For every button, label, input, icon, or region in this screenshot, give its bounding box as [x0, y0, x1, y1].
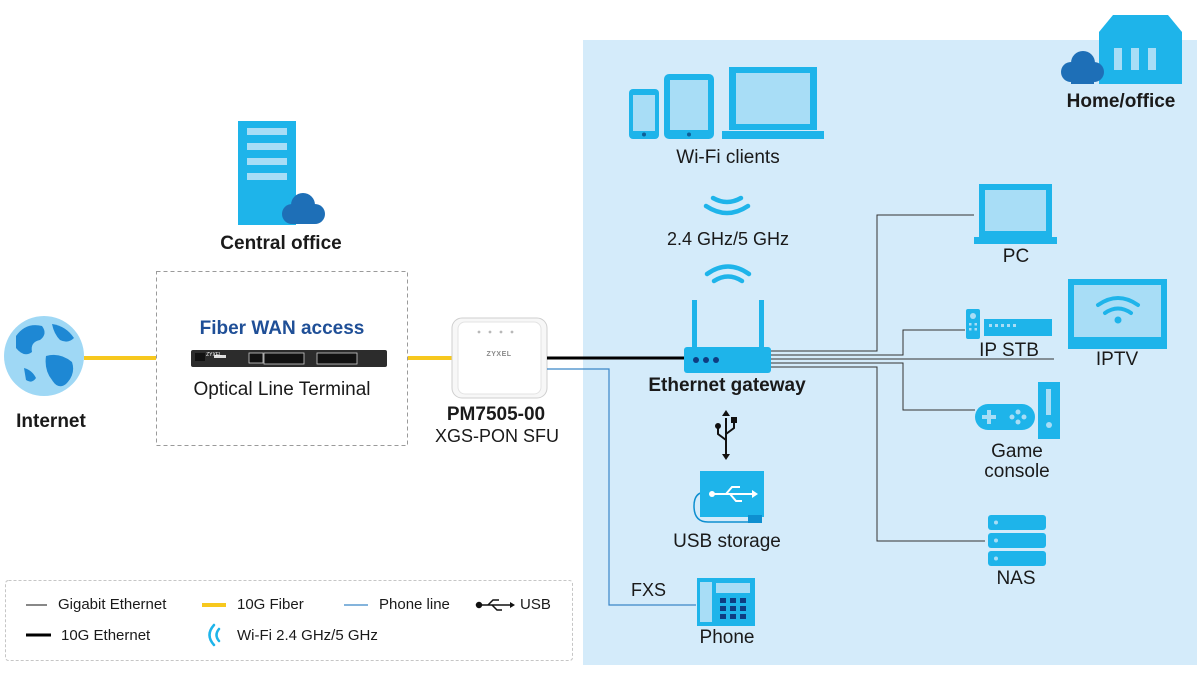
olt-device-icon	[191, 350, 387, 367]
legend-usb-label: USB	[520, 596, 551, 613]
nas-icon	[988, 515, 1046, 566]
nas-label: NAS	[996, 568, 1036, 589]
pm7505-device-icon	[451, 317, 548, 399]
game-console-label-line1: Game	[991, 441, 1043, 462]
wifi-clients-icon	[629, 67, 824, 139]
phone-icon	[697, 578, 755, 626]
legend-box	[5, 580, 573, 661]
wifi-signal-icon	[703, 195, 751, 216]
central-office-box	[156, 271, 408, 446]
legend-wifi-label: Wi-Fi 2.4 GHz/5 GHz	[237, 627, 378, 644]
iptv-label: IPTV	[1095, 349, 1139, 370]
home-office-building-icon	[1061, 15, 1182, 84]
usb-storage-icon	[693, 471, 764, 523]
ip-stb-icon	[966, 309, 1052, 339]
legend-10g-ethernet-label: 10G Ethernet	[61, 627, 151, 644]
gigabit-ethernet-links	[771, 214, 1054, 542]
device-model-label: PM7505-00	[446, 404, 546, 425]
ethernet-gateway-label: Ethernet gateway	[648, 375, 806, 396]
fxs-label: FXS	[631, 580, 667, 600]
olt-brand-label: ZYXEL	[206, 352, 222, 358]
legend-usb-swatch-icon	[475, 599, 515, 611]
phone-line-link	[547, 368, 696, 606]
device-brand-label: ZYXEL	[486, 351, 512, 358]
olt-label: Optical Line Terminal	[193, 379, 371, 400]
usb-storage-label: USB storage	[673, 531, 781, 552]
home-office-label: Home/office	[1066, 91, 1176, 112]
phone-label: Phone	[699, 627, 755, 648]
gateway-wifi-icon	[704, 264, 752, 284]
pc-laptop-icon	[974, 184, 1057, 244]
usb-symbol-icon	[715, 410, 737, 460]
device-type-label: XGS-PON SFU	[434, 426, 560, 446]
game-console-label-line2: console	[984, 461, 1050, 482]
ip-stb-label: IP STB	[979, 340, 1039, 361]
legend-wifi-swatch-icon	[208, 623, 221, 647]
legend-gigabit-label: Gigabit Ethernet	[58, 596, 167, 613]
internet-globe-icon	[4, 316, 84, 396]
central-office-building-icon	[238, 121, 325, 225]
ethernet-gateway-icon	[684, 300, 771, 373]
legend-fiber-label: 10G Fiber	[237, 596, 304, 613]
pc-label: PC	[1002, 246, 1030, 267]
wifi-clients-label: Wi-Fi clients	[676, 147, 780, 168]
iptv-icon	[1068, 279, 1167, 349]
game-console-icon	[975, 382, 1060, 439]
internet-label: Internet	[16, 411, 86, 432]
band-label: 2.4 GHz/5 GHz	[666, 229, 790, 249]
fiber-wan-access-label: Fiber WAN access	[199, 318, 365, 339]
legend-phone-line-label: Phone line	[379, 596, 450, 613]
central-office-label: Central office	[220, 233, 342, 254]
